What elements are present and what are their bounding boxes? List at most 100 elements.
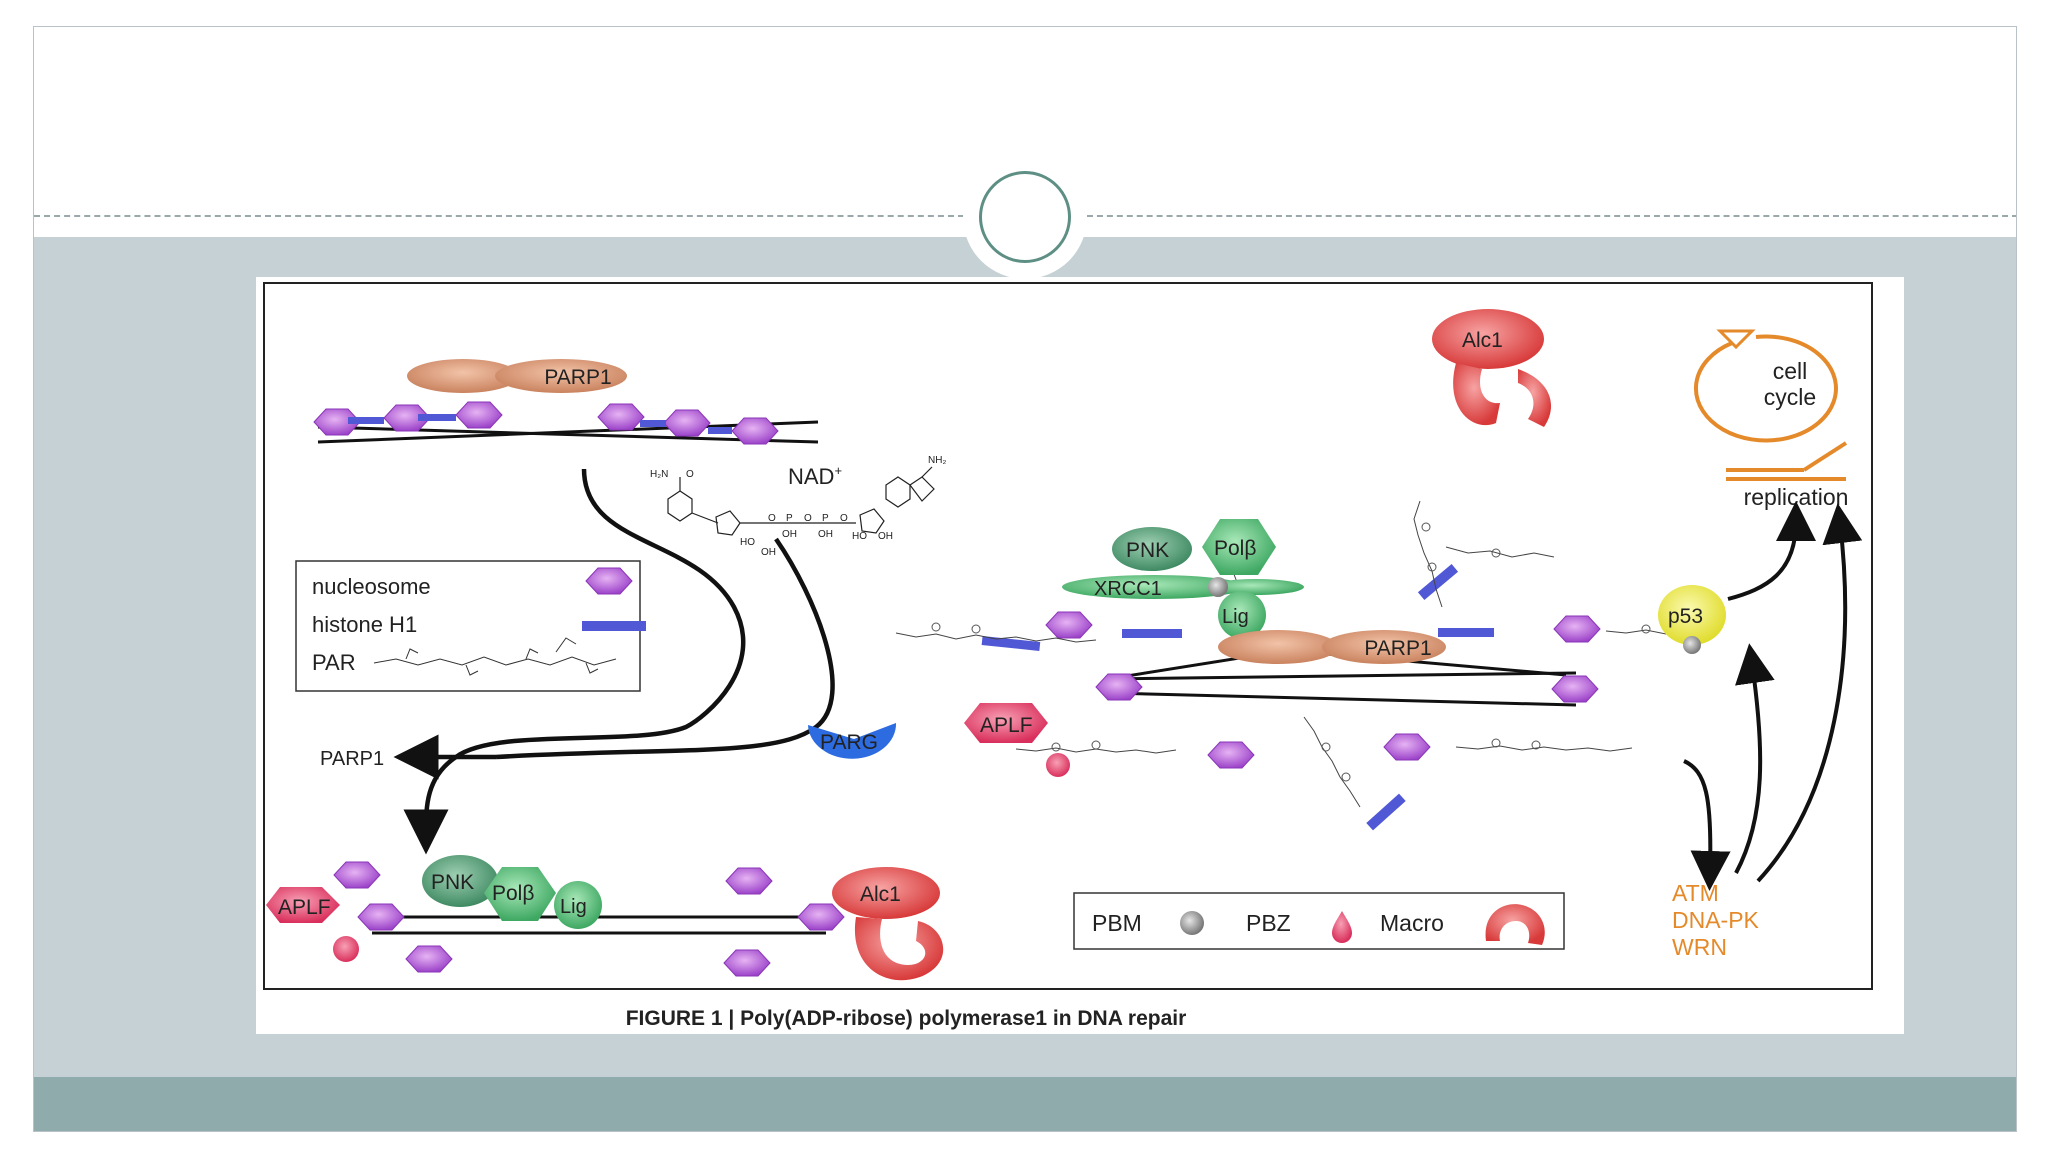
svg-text:O: O — [768, 513, 776, 524]
pbm-icon — [1683, 636, 1701, 654]
nucleosome-icon — [1551, 675, 1599, 703]
parp1-shape — [407, 359, 519, 393]
macro-legend-icon — [1485, 904, 1545, 945]
aplf-shape — [964, 703, 1048, 743]
polb-mid-label: Polβ — [1214, 537, 1256, 560]
circle-ornament-icon — [979, 171, 1071, 263]
parg-label: PARG — [820, 731, 878, 754]
parp1-top-label: PARP1 — [544, 366, 611, 389]
nucleosome-icon — [1383, 733, 1431, 761]
atm-label: ATM — [1672, 880, 1719, 906]
divider-line-right — [1087, 215, 2016, 217]
legend-histone-label: histone H1 — [312, 612, 417, 637]
parp1-shape — [495, 359, 627, 393]
alc1-shape — [832, 867, 940, 919]
nucleosome-icon — [405, 945, 453, 973]
xrcc1-label: XRCC1 — [1094, 578, 1162, 600]
alc1-bottom-label: Alc1 — [860, 883, 901, 906]
lig-shape — [554, 881, 602, 929]
nucleosome-icon — [333, 861, 381, 889]
nad-structure — [667, 466, 935, 536]
polb-shape — [484, 867, 556, 921]
nad-label: NAD+ — [788, 463, 842, 489]
pnk-shape — [422, 855, 498, 907]
nucleosome-icon — [797, 903, 845, 931]
macro-domain-icon — [854, 917, 944, 981]
lig-mid-label: Lig — [1222, 606, 1249, 628]
replication-label: replication — [1744, 484, 1849, 510]
chromatin-top-left: PARP1 — [313, 359, 819, 445]
parp1-release-label: PARP1 — [320, 748, 384, 770]
svg-text:P: P — [786, 513, 793, 524]
damage-site-center: PNK Polβ XRCC1 Lig PARP1 APLF Al — [895, 309, 1726, 831]
p53-label: p53 — [1668, 605, 1703, 628]
polb-shape — [1202, 519, 1276, 575]
pbm-legend-icon — [1180, 911, 1204, 935]
svg-text:OH: OH — [818, 529, 833, 540]
svg-text:OH: OH — [878, 531, 893, 542]
pbz-icon — [333, 936, 359, 962]
histone-h1-icon — [1417, 564, 1459, 600]
nucleosome-icon — [455, 401, 503, 429]
parp1-shape — [1218, 630, 1338, 664]
parp1-mid-label: PARP1 — [1364, 637, 1431, 660]
par-chain-icon — [373, 637, 617, 676]
svg-text:NH₂: NH₂ — [928, 455, 946, 466]
cell-label: cell — [1773, 358, 1808, 384]
svg-text:OH: OH — [782, 529, 797, 540]
nucleosome-legend-icon — [585, 567, 633, 595]
lig-shape — [1218, 591, 1266, 639]
nucleosome-icon — [357, 903, 405, 931]
figure-frame — [263, 282, 1873, 990]
pbm-icon — [1208, 577, 1228, 597]
svg-text:HO: HO — [852, 531, 867, 542]
pnk-mid-label: PNK — [1126, 539, 1169, 562]
p53-shape — [1658, 585, 1726, 645]
svg-text:P: P — [822, 513, 829, 524]
histone-h1-icon — [1366, 793, 1406, 831]
divider-line-left — [34, 215, 964, 217]
legend-domains: PBM PBZ Macro — [1073, 892, 1565, 950]
nucleosome-icon — [597, 403, 645, 431]
svg-text:OH: OH — [761, 547, 776, 558]
figure-caption: FIGURE 1 | Poly(ADP-ribose) polymerase1 … — [625, 1007, 1187, 1030]
histone-h1-icon — [981, 635, 1041, 652]
svg-text:H₂N: H₂N — [650, 469, 668, 480]
histone-h1-icon — [418, 414, 456, 421]
alc1-shape — [1432, 309, 1544, 369]
svg-text:O: O — [840, 513, 848, 524]
cycle-label: cycle — [1764, 384, 1816, 410]
nucleosome-icon — [1553, 615, 1601, 643]
par-chain-rings — [931, 522, 1651, 782]
parp1-shape — [1322, 630, 1446, 664]
pbz-icon — [1046, 753, 1070, 777]
footer-band — [34, 1077, 2016, 1131]
alc1-top-label: Alc1 — [1462, 329, 1503, 352]
nucleosome-icon — [1095, 673, 1143, 701]
aplf-shape — [266, 887, 340, 923]
svg-text:O: O — [804, 513, 812, 524]
macro-domain-icon — [1518, 369, 1552, 427]
nucleosome-icon — [663, 409, 711, 437]
legend-nucleosome-label: nucleosome — [312, 574, 431, 599]
aplf-mid-label: APLF — [980, 714, 1033, 737]
histone-h1-icon — [708, 427, 732, 434]
macro-domain-icon — [1453, 363, 1500, 426]
cell-cycle-replication: cell cycle replication — [1693, 329, 1849, 510]
histone-legend-icon — [582, 621, 646, 631]
cell-cycle-icon — [1693, 334, 1838, 443]
pbz-legend-label: PBZ — [1246, 910, 1291, 936]
nucleosome-icon — [1045, 611, 1093, 639]
right-flow-arrows — [1683, 501, 1863, 891]
aplf-bottom-label: APLF — [278, 896, 331, 919]
svg-text:O: O — [686, 469, 694, 480]
kinase-labels: ATM DNA-PK WRN — [1672, 880, 1760, 960]
legend-par-label: PAR — [312, 650, 356, 675]
histone-h1-icon — [348, 417, 384, 424]
nucleosome-icon — [723, 949, 771, 977]
dnapk-label: DNA-PK — [1672, 907, 1760, 933]
